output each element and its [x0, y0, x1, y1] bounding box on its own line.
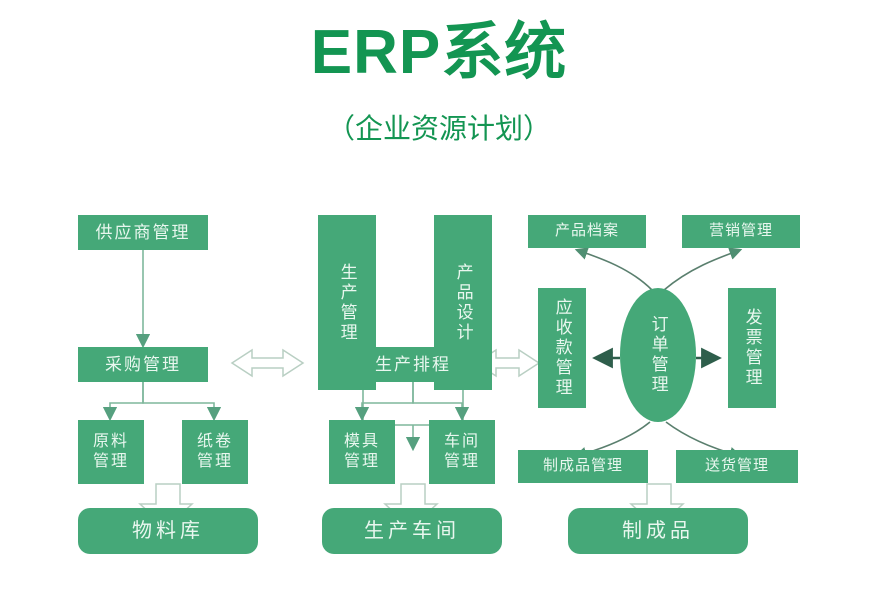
- page-title: ERP系统: [310, 18, 568, 87]
- page-subtitle: （企业资源计划）: [326, 113, 551, 144]
- node-receivables-management[interactable]: 应收款管理: [538, 288, 586, 408]
- connector-order-to-product-archive: [574, 247, 653, 291]
- node-finished-goods-management[interactable]: 制成品管理: [518, 450, 648, 483]
- connector-purchase-scheduling-link: [230, 348, 305, 378]
- node-delivery-management[interactable]: 送货管理: [676, 450, 798, 483]
- node-raw-material-management[interactable]: 原料 管理: [78, 420, 144, 484]
- node-workshop-management[interactable]: 车间 管理: [429, 420, 495, 484]
- node-invoice-management[interactable]: 发票管理: [728, 288, 776, 408]
- node-mold-management[interactable]: 模具 管理: [329, 420, 395, 484]
- node-production-plant[interactable]: 生产车间: [322, 508, 502, 554]
- node-paper-roll-management[interactable]: 纸卷 管理: [182, 420, 248, 484]
- node-product-archive[interactable]: 产品档案: [528, 215, 646, 248]
- node-supplier-management[interactable]: 供应商管理: [78, 215, 208, 250]
- node-purchase-management[interactable]: 采购管理: [78, 347, 208, 382]
- connector-purchase-to-materials: [102, 382, 222, 422]
- node-material-warehouse[interactable]: 物料库: [78, 508, 258, 554]
- node-production-scheduling[interactable]: 生产排程: [340, 347, 486, 382]
- node-order-management[interactable]: 订单管理: [620, 288, 696, 422]
- node-finished-goods[interactable]: 制成品: [568, 508, 748, 554]
- node-marketing-management[interactable]: 营销管理: [682, 215, 800, 248]
- connector-order-to-marketing: [663, 247, 743, 291]
